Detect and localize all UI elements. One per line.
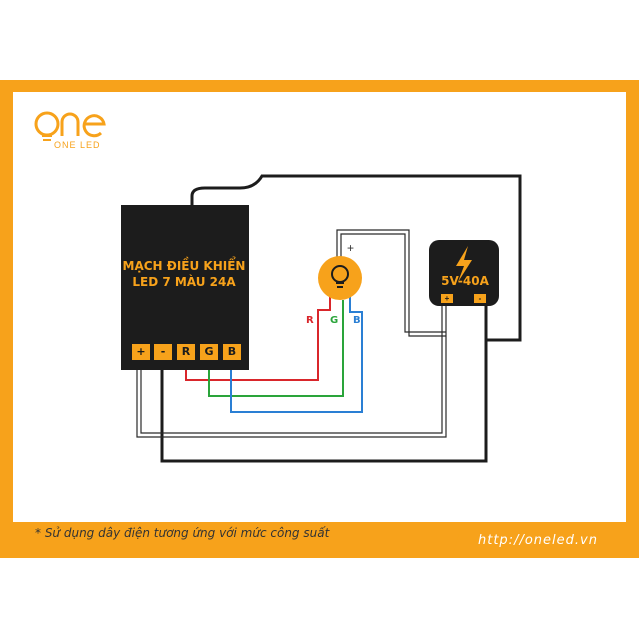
controller-box xyxy=(121,205,249,370)
controller-title: MẠCH ĐIỀU KHIỂN LED 7 MÀU 24A xyxy=(121,258,247,290)
url-band xyxy=(452,523,626,558)
rgb-wires xyxy=(185,292,363,413)
red-wire xyxy=(185,292,331,381)
terminal-b: B xyxy=(223,344,241,360)
white-wires xyxy=(136,229,447,438)
terminal-plus: + xyxy=(132,344,150,360)
led-plus-label: + xyxy=(347,241,355,255)
controller-title-line1: MẠCH ĐIỀU KHIỂN xyxy=(122,259,246,273)
power-supply-box xyxy=(429,240,499,306)
logo-subtitle: ONE LED xyxy=(54,140,101,150)
website-link[interactable]: http://oneled.vn xyxy=(478,533,598,548)
light-bulb-icon xyxy=(318,256,362,300)
blue-wire xyxy=(230,296,363,413)
controller-title-line2: LED 7 MÀU 24A xyxy=(132,275,236,289)
oneled-logo xyxy=(34,111,106,141)
terminal-minus: - xyxy=(154,344,172,360)
footnote: * Sử dụng dây điện tương ứng với mức côn… xyxy=(35,526,330,540)
lightning-bolt-icon xyxy=(456,246,472,282)
black-wires xyxy=(160,174,522,463)
green-wire xyxy=(208,300,344,397)
wire-label-g: G xyxy=(330,315,339,326)
psu-terminal-minus: - xyxy=(474,294,486,303)
wire-label-r: R xyxy=(306,315,314,326)
terminal-g: G xyxy=(200,344,218,360)
terminal-r: R xyxy=(177,344,195,360)
wire-label-b: B xyxy=(353,315,361,326)
psu-terminal-plus: + xyxy=(441,294,453,303)
psu-label: 5V-40A xyxy=(441,274,489,288)
diagram-panel xyxy=(13,92,626,522)
